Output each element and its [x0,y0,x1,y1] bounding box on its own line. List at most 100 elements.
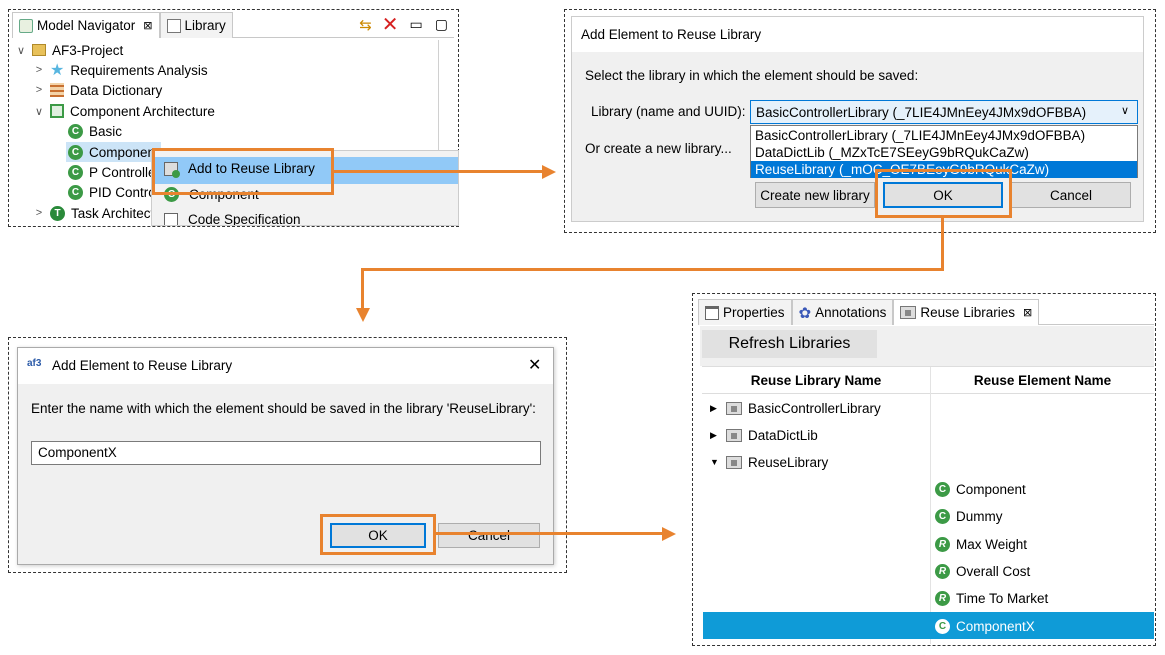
close-icon[interactable]: ✕ [528,357,542,374]
tree-item-basic[interactable]: C Basic [68,121,122,141]
dialog-titlebar [572,17,1143,52]
c-icon: C [935,481,950,497]
tab-label: Reuse Libraries [920,305,1015,320]
arrow-head-down [356,308,370,322]
expand-icon[interactable]: ▶ [710,402,717,413]
table-row-selected[interactable] [703,612,1154,639]
grid-icon [50,83,64,97]
library-icon [900,306,917,319]
maximize-icon[interactable]: ▢ [434,16,448,32]
highlight-add-to-reuse-library [152,148,334,195]
chevron-right-icon[interactable]: > [35,207,43,219]
table-row-library[interactable]: ▼ ReuseLibrary [710,452,828,472]
column-header-element-name[interactable]: Reuse Element Name [931,367,1154,394]
collapse-icon[interactable]: ▼ [710,457,719,467]
tree-label: P Controller [89,164,161,180]
dialog-title: Add Element to Reuse Library [581,27,762,42]
close-icon[interactable]: ⊠ [1022,307,1033,319]
table-row-element[interactable]: R Max Weight [935,534,1027,554]
tab-label: Annotations [815,305,887,320]
folder-icon [32,44,46,56]
tree-label: Component [89,144,159,160]
column-divider [930,367,931,644]
chevron-down-icon[interactable]: ∨ [1120,105,1129,117]
refresh-libraries-button[interactable]: Refresh Libraries [702,330,877,358]
tab-annotations[interactable]: ✿ Annotations [791,299,894,325]
tree-item-af3-project[interactable]: ∨ AF3-Project [16,40,123,60]
c-icon: C [68,164,83,180]
library-name: ReuseLibrary [748,454,829,470]
tab-reuse-libraries[interactable]: Reuse Libraries ⊠ [893,299,1040,325]
close-icon[interactable]: ⊠ [143,20,153,32]
select-library-prompt: Select the library in which the element … [585,68,919,83]
context-menu: Add to Reuse Library C Component Code Sp… [151,150,459,226]
column-header-library-name[interactable]: Reuse Library Name [702,367,930,394]
chevron-right-icon[interactable]: > [35,84,43,96]
tree-item-component[interactable]: C Component [66,142,161,162]
tree-label: Task Architecture [71,205,174,221]
chevron-down-icon[interactable]: ∨ [16,44,26,57]
ok-button[interactable]: OK [330,523,426,548]
table-row-element[interactable]: R Overall Cost [935,561,1030,581]
create-new-library-button[interactable]: Create new library [755,182,875,208]
chevron-down-icon[interactable]: ∨ [34,105,44,118]
library-icon [726,428,742,442]
expand-icon[interactable]: ▶ [710,429,717,440]
af3-app-icon: af3 [27,358,42,369]
arrow-head-right [662,527,676,541]
tree-item-p-controller[interactable]: C P Controller [68,162,160,182]
table-row-library[interactable]: ▶ DataDictLib [710,425,818,445]
c-icon: C [68,144,83,160]
star-icon: ★ [50,62,65,79]
arrow-segment [334,170,544,173]
add-library-icon [164,161,180,178]
tree-label: Basic [89,123,123,139]
tree-item-component-architecture[interactable]: ∨ Component Architecture [34,101,215,121]
menu-item-code-specification[interactable]: Code Specification [164,212,301,225]
element-name: Time To Market [956,590,1049,606]
cancel-button[interactable]: Cancel [1011,182,1131,208]
tree-item-requirements-analysis[interactable]: > ★ Requirements Analysis [34,60,208,80]
menu-item-add-to-reuse-library[interactable]: Add to Reuse Library [164,161,315,178]
highlight-ok-button-2 [320,514,436,555]
highlight-ok-button [875,169,1012,218]
library-icon [726,455,742,469]
table-row-element[interactable]: C Dummy [935,506,1003,526]
arrow-segment [941,218,944,270]
requirement-icon: R [935,563,950,579]
arrow-segment [361,268,944,271]
tree-item-data-dictionary[interactable]: > Data Dictionary [34,80,163,100]
table-row-element[interactable]: C Component [935,479,1026,499]
delete-icon[interactable]: ✕ [381,14,399,36]
element-name-input[interactable]: ComponentX [31,441,541,465]
tab-library[interactable]: Library [159,12,233,38]
library-dropdown[interactable]: BasicControllerLibrary (_7LIE4JMnEey4JMx… [750,100,1138,124]
tree-item-task-architecture[interactable]: > T Task Architecture [34,203,174,223]
element-name: Max Weight [956,536,1028,552]
table-row-element[interactable]: R Time To Market [935,588,1048,608]
link-editor-icon[interactable]: ⇆ [359,16,372,34]
tab-properties[interactable]: Properties [698,299,792,325]
enter-name-title: Add Element to Reuse Library [52,358,233,373]
navigator-scrollbar[interactable] [438,40,439,155]
tree-label: Requirements Analysis [70,62,208,78]
reuse-tabbar: Properties ✿ Annotations Reuse Libraries… [698,299,1154,325]
table-row-library[interactable]: ▶ BasicControllerLibrary [710,398,881,418]
minimize-icon[interactable]: ▭ [409,16,423,32]
cancel-button[interactable]: Cancel [438,523,540,548]
arrow-head-right [542,165,556,179]
arrow-segment [361,268,364,310]
chevron-right-icon[interactable]: > [35,64,43,76]
library-option[interactable]: BasicControllerLibrary (_7LIE4JMnEey4JMx… [755,128,1086,143]
c-icon: C [935,618,950,634]
requirement-icon: R [935,590,950,606]
library-dropdown-value: BasicControllerLibrary (_7LIE4JMnEey4JMx… [756,104,1087,120]
ok-button[interactable]: OK [883,182,1003,208]
gear-icon: ✿ [798,304,812,322]
library-option[interactable]: DataDictLib (_MZxTcE7SEeyG9bRQukCaZw) [755,145,1029,160]
table-row-element-selected[interactable]: C ComponentX [935,616,1035,636]
tab-model-navigator[interactable]: Model Navigator ⊠ [12,12,160,38]
tree-label: Component Architecture [70,103,215,119]
component-arch-icon [50,104,64,118]
element-name: Component [956,481,1026,497]
